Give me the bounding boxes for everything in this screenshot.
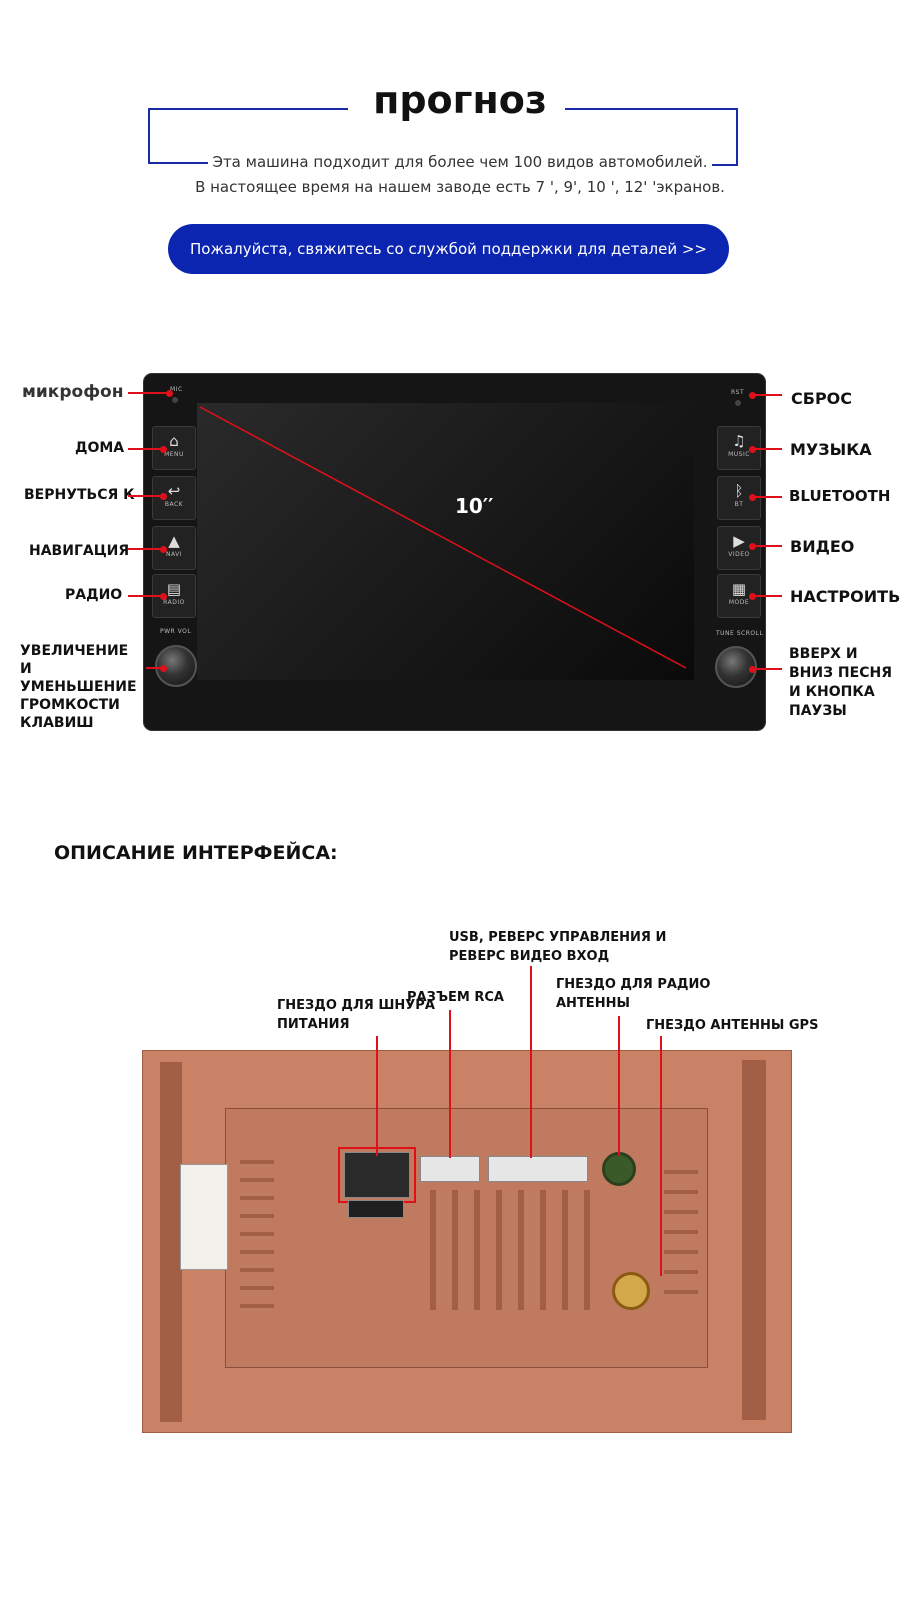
label-rca: РАЗЪЕМ RCA [407,990,504,1005]
fin [540,1190,546,1310]
dot-mic [166,389,173,397]
dot-back [160,492,167,500]
radio-antenna-socket[interactable] [602,1152,636,1186]
fin [240,1268,274,1272]
power-connector[interactable] [344,1152,410,1198]
interface-section-title: ОПИСАНИЕ ИНТЕРФЕЙСА: [54,842,338,864]
arrow-home [128,448,164,450]
label-navi: НАВИГАЦИЯ [29,543,130,559]
label-reset: СБРОС [791,389,853,408]
home-button[interactable]: ⌂MENU [152,426,196,470]
pointer-rca [449,1010,451,1158]
rear-heatsink [225,1108,708,1368]
pointer-gps [660,1036,662,1276]
tune-scroll-text: TUNE SCROLL [716,630,764,637]
bluetooth-icon: ᛒ [734,482,744,500]
arrow-radio [128,595,164,597]
reset-hole[interactable] [735,400,741,406]
fin [240,1250,274,1254]
rst-text: RST [731,389,745,396]
contact-support-button[interactable]: Пожалуйста, свяжитесь со службой поддерж… [168,224,729,274]
back-button[interactable]: ↩BACK [152,476,196,520]
fin [240,1232,274,1236]
arrow-navi [128,548,164,550]
fin [496,1190,502,1310]
description-line-1: Эта машина подходит для более чем 100 ви… [0,153,920,171]
home-icon: ⌂ [169,432,179,450]
description-line-2: В настоящее время на нашем заводе есть 7… [195,178,725,196]
label-gps: ГНЕЗДО АНТЕННЫ GPS [646,1018,819,1033]
display-screen [197,403,694,680]
label-radio: РАДИО [65,587,123,603]
music-icon: ♫ [732,432,746,450]
label-video: ВИДЕО [790,537,855,556]
fin [664,1190,698,1194]
page-title: прогноз [0,78,920,122]
fin [240,1286,274,1290]
label-tune: НАСТРОИТЬ [790,587,901,606]
mic-text: MIC [170,386,183,393]
dot-radio [160,592,167,600]
power-connector-base [348,1200,404,1218]
arrow-reset [752,394,782,396]
rca-connector[interactable] [420,1156,480,1182]
arrow-mic [128,392,170,394]
dot-volume [160,664,167,672]
label-bluetooth: BLUETOOTH [789,487,891,505]
fin [430,1190,436,1310]
gps-antenna-socket[interactable] [612,1272,650,1310]
fin [240,1304,274,1308]
serial-sticker [180,1164,228,1270]
label-scroll: ВВЕРХ И ВНИЗ ПЕСНЯ И КНОПКА ПАУЗЫ [789,646,892,719]
arrow-mode [752,595,782,597]
navi-icon: ▲ [168,532,180,550]
label-volume: УВЕЛИЧЕНИЕ И УМЕНЬШЕНИЕ ГРОМКОСТИ КЛАВИШ [20,643,137,731]
fin [664,1270,698,1274]
fin [664,1170,698,1174]
label-power: ГНЕЗДО ДЛЯ ШНУРА ПИТАНИЯ [277,998,435,1032]
fin [474,1190,480,1310]
arrow-scroll [752,668,782,670]
arrow-music [752,448,782,450]
label-mic: микрофон [22,382,124,402]
back-icon: ↩ [167,482,181,500]
fin [562,1190,568,1310]
mic-hole [172,397,178,403]
label-music: МУЗЫКА [790,440,872,459]
video-icon: ▶ [733,532,745,550]
fin [240,1214,274,1218]
fin [664,1250,698,1254]
label-home: ДОМА [75,440,125,456]
dot-navi [160,545,167,553]
rear-left-rail [160,1062,182,1422]
arrow-bluetooth [752,496,782,498]
fin [584,1190,590,1310]
pointer-power [376,1036,378,1156]
arrow-video [752,545,782,547]
mode-icon: ▦ [731,580,747,598]
fin [240,1178,274,1182]
fin [452,1190,458,1310]
fin [518,1190,524,1310]
fin [664,1230,698,1234]
screen-size-label: 10′′ [455,494,494,518]
fin [240,1160,274,1164]
rear-right-rail [742,1060,766,1420]
label-radio-antenna: ГНЕЗДО ДЛЯ РАДИО АНТЕННЫ [556,977,711,1011]
radio-icon: ▤ [166,580,182,598]
usb-connector[interactable] [488,1156,588,1182]
fin [664,1210,698,1214]
label-back: ВЕРНУТЬСЯ К [24,487,135,503]
dot-home [160,445,167,453]
arrow-volume [146,667,164,669]
mode-button[interactable]: ▦MODE [717,574,761,618]
pointer-usb [530,966,532,1158]
pointer-radio-antenna [618,1016,620,1156]
fin [664,1290,698,1294]
pwr-vol-text: PWR VOL [160,628,192,635]
arrow-back [128,495,164,497]
label-usb: USB, РЕВЕРС УПРАВЛЕНИЯ И РЕВЕРС ВИДЕО ВХ… [449,930,667,964]
fin [240,1196,274,1200]
